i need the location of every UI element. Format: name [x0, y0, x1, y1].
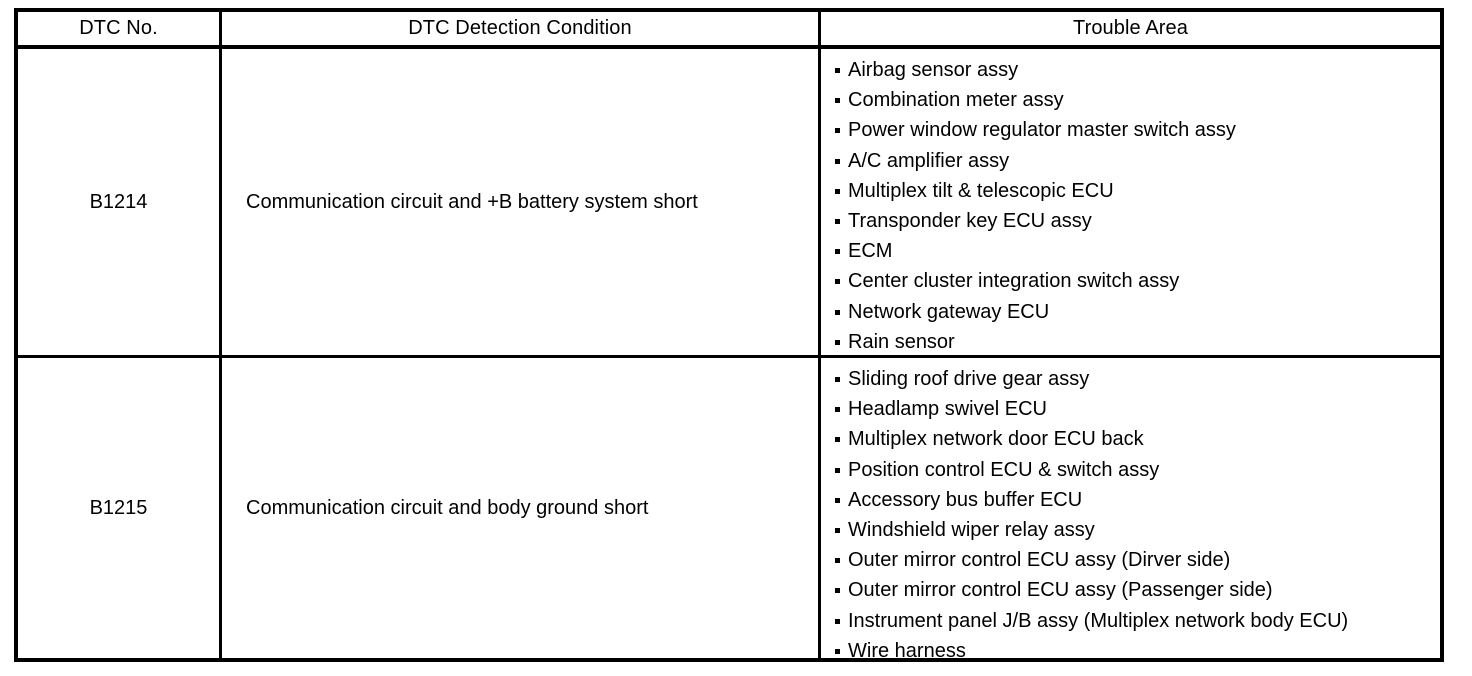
cell-dtc-no: B1214	[89, 190, 148, 213]
table-row: B1214 Communication circuit and +B batte…	[18, 49, 1440, 355]
list-item: Center cluster integration switch assy	[833, 266, 1440, 296]
list-item: Multiplex network door ECU back	[833, 424, 1440, 454]
table-row: B1215 Communication circuit and body gro…	[18, 358, 1440, 662]
list-item: Sliding roof drive gear assy	[833, 364, 1440, 394]
list-item: Combination meter assy	[833, 85, 1440, 115]
list-item: Transponder key ECU assy	[833, 206, 1440, 236]
column-divider-detection-condition	[818, 12, 821, 658]
list-item: Windshield wiper relay assy	[833, 515, 1440, 545]
dtc-trouble-area-table: DTC No. DTC Detection Condition Trouble …	[14, 8, 1444, 662]
list-item: Wire harness	[833, 636, 1440, 666]
cell-trouble-area: Sliding roof drive gear assy Headlamp sw…	[821, 358, 1440, 662]
column-header-dtc-no: DTC No.	[79, 17, 158, 39]
list-item: Airbag sensor assy	[833, 55, 1440, 85]
column-header-trouble-area: Trouble Area	[1073, 17, 1188, 39]
row-separator	[18, 355, 1440, 358]
column-header-detection-condition: DTC Detection Condition	[408, 17, 632, 39]
list-item: Headlamp swivel ECU	[833, 394, 1440, 424]
list-item: Multiplex tilt & telescopic ECU	[833, 176, 1440, 206]
list-item: ECM	[833, 236, 1440, 266]
trouble-area-list: Sliding roof drive gear assy Headlamp sw…	[833, 364, 1440, 666]
list-item: A/C amplifier assy	[833, 146, 1440, 176]
header-separator	[18, 45, 1440, 49]
table-header-row: DTC No. DTC Detection Condition Trouble …	[18, 12, 1440, 45]
list-item: Position control ECU & switch assy	[833, 455, 1440, 485]
list-item: Outer mirror control ECU assy (Dirver si…	[833, 545, 1440, 575]
cell-trouble-area: Airbag sensor assy Combination meter ass…	[821, 49, 1440, 355]
list-item: Outer mirror control ECU assy (Passenger…	[833, 575, 1440, 605]
list-item: Power window regulator master switch ass…	[833, 115, 1440, 145]
cell-detection-condition: Communication circuit and +B battery sys…	[246, 190, 698, 213]
list-item: Accessory bus buffer ECU	[833, 485, 1440, 515]
column-divider-dtc-no	[219, 12, 222, 658]
list-item: Network gateway ECU	[833, 297, 1440, 327]
list-item: Instrument panel J/B assy (Multiplex net…	[833, 606, 1440, 636]
cell-detection-condition: Communication circuit and body ground sh…	[246, 496, 649, 519]
cell-dtc-no: B1215	[89, 496, 148, 519]
list-item: Rain sensor	[833, 327, 1440, 357]
trouble-area-list: Airbag sensor assy Combination meter ass…	[833, 55, 1440, 357]
